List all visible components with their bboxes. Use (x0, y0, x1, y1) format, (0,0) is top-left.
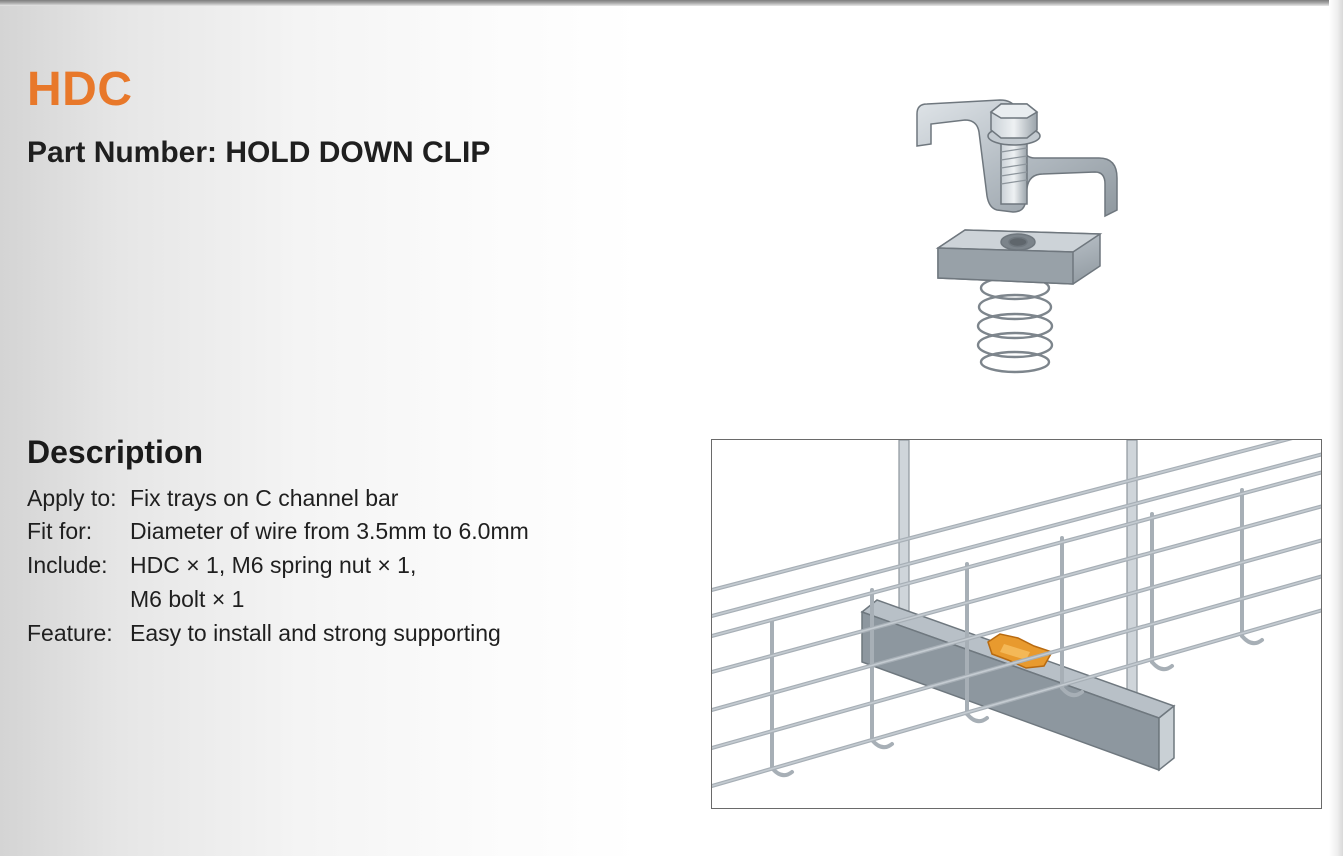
description-label: Apply to: (27, 485, 117, 511)
description-value: HDC × 1, M6 spring nut × 1, (130, 552, 417, 578)
bolt-icon (987, 103, 1041, 205)
description-label: Include: (27, 552, 108, 578)
spring-icon (976, 275, 1054, 374)
description-value: Fix trays on C channel bar (130, 485, 399, 511)
hold-down-clip-image (905, 88, 1120, 388)
top-border (0, 0, 1343, 6)
installation-image (711, 439, 1322, 809)
right-edge-shadow (1329, 0, 1343, 856)
description-value: Diameter of wire from 3.5mm to 6.0mm (130, 518, 529, 544)
description-label: Fit for: (27, 518, 93, 544)
description-label: Feature: (27, 620, 113, 646)
wire-mesh-tray-icon (712, 440, 1321, 788)
description-heading: Description (27, 434, 204, 470)
spring-nut-icon (935, 229, 1103, 285)
description-value: M6 bolt × 1 (130, 586, 245, 612)
product-code-title: HDC (27, 63, 133, 116)
part-number: Part Number: HOLD DOWN CLIP (27, 136, 491, 169)
description-value: Easy to install and strong supporting (130, 620, 501, 646)
hold-down-clip-icon (987, 633, 1054, 669)
